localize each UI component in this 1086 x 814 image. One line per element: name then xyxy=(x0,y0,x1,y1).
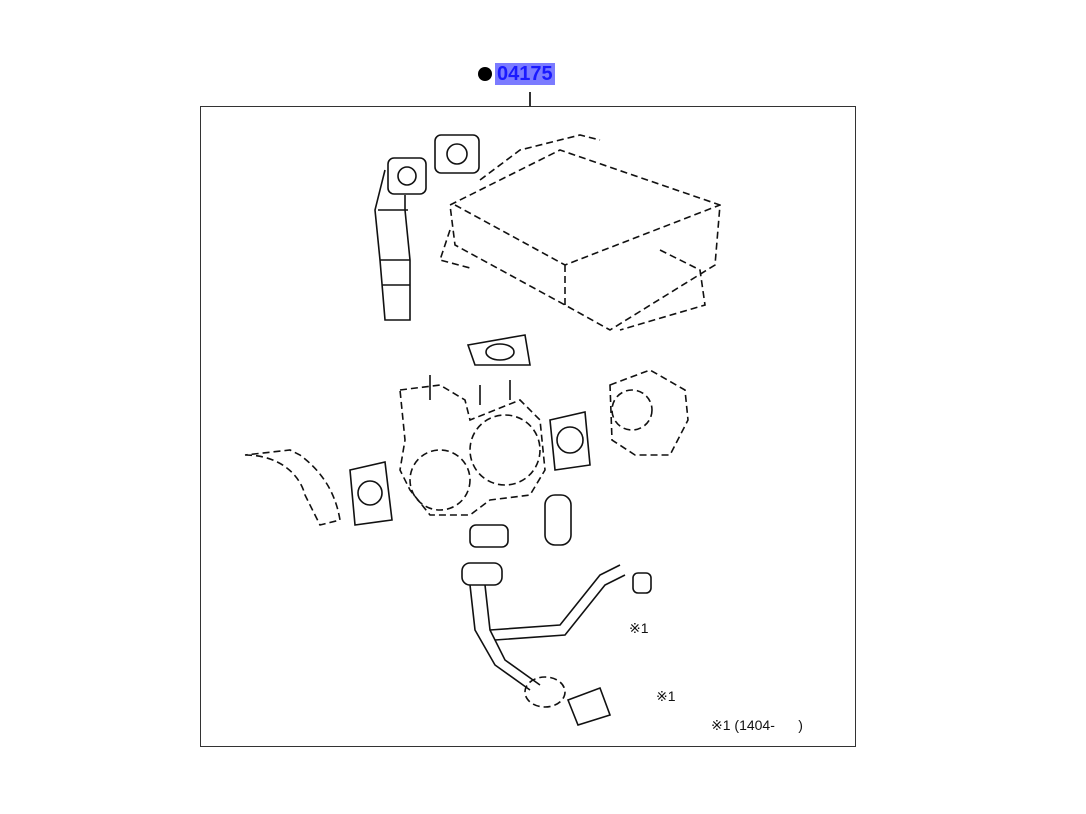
gasket[interactable] xyxy=(544,494,572,546)
gasket[interactable] xyxy=(549,411,591,471)
intake-hose[interactable] xyxy=(374,169,411,321)
reference-mark: ※1 xyxy=(629,620,649,636)
part-code-label: 04175 xyxy=(478,63,555,85)
gasket[interactable] xyxy=(387,157,427,195)
gasket[interactable] xyxy=(469,524,509,548)
bullet-icon xyxy=(478,67,492,81)
turbine-outlet-elbow[interactable] xyxy=(609,369,689,456)
turbocharger[interactable] xyxy=(399,375,546,516)
gasket[interactable] xyxy=(466,334,531,366)
diagram-frame xyxy=(200,106,856,747)
gasket[interactable] xyxy=(349,461,393,526)
oil-pipe[interactable] xyxy=(461,562,626,708)
union-bolt[interactable] xyxy=(632,572,652,594)
elbow-hose[interactable] xyxy=(244,449,341,526)
footnote: ※1 (1404- ) xyxy=(711,717,803,733)
leader-line xyxy=(529,92,531,106)
gasket[interactable] xyxy=(566,686,612,726)
reference-mark: ※1 xyxy=(656,688,676,704)
part-code-link[interactable]: 04175 xyxy=(495,63,555,85)
gasket[interactable] xyxy=(434,134,480,174)
intercooler[interactable] xyxy=(438,134,721,331)
